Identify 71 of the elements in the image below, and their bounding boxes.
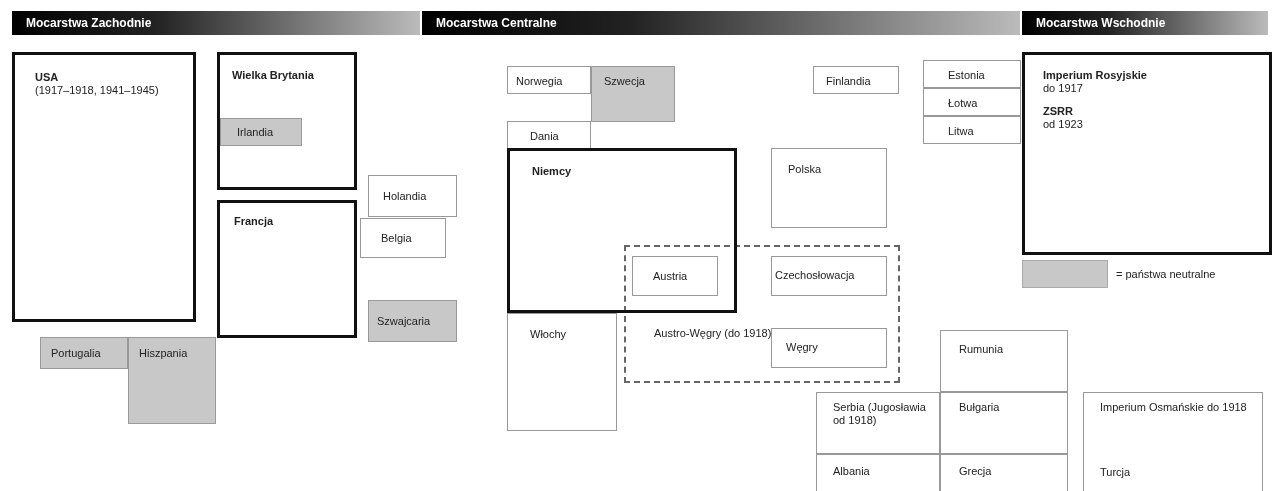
country-label: Rumunia — [959, 343, 1005, 356]
country-label: Imperium Osmańskie do 1918 — [1100, 401, 1248, 414]
country-label: Litwa — [948, 125, 975, 138]
country-label: Hiszpania — [139, 347, 189, 360]
country-box — [771, 328, 887, 368]
section-header-band — [1022, 11, 1268, 35]
country-label: Polska — [788, 163, 823, 176]
neutral-country-box — [220, 118, 302, 146]
country-label: Belgia — [381, 232, 413, 245]
country-box — [507, 313, 617, 431]
country-box — [923, 88, 1021, 116]
country-box — [923, 116, 1021, 144]
country-box — [507, 121, 591, 149]
country-label: Turcja — [1100, 466, 1132, 479]
country-label: Albania — [833, 465, 871, 478]
neutral-country-box — [591, 66, 675, 122]
country-box — [360, 218, 446, 258]
country-label: Grecja — [959, 465, 993, 478]
country-box — [816, 454, 940, 491]
country-label: Holandia — [383, 190, 428, 203]
country-label: Austria — [653, 270, 689, 283]
country-label: Węgry — [786, 341, 819, 354]
legend-text: = państwa neutralne — [1116, 268, 1216, 280]
country-box — [217, 200, 357, 338]
country-name: Francja — [234, 215, 275, 228]
country-label: Dania — [530, 130, 560, 143]
country-box — [1083, 392, 1263, 491]
section-header-band — [12, 11, 420, 35]
country-box — [940, 392, 1068, 454]
country-box — [771, 148, 887, 228]
country-box — [816, 392, 940, 454]
country-box — [632, 256, 718, 296]
country-box — [940, 330, 1068, 392]
country-label: Bułgaria — [959, 401, 1001, 414]
country-box — [12, 52, 196, 322]
country-box — [507, 66, 591, 94]
country-box — [507, 148, 737, 313]
country-label: Estonia — [948, 69, 986, 82]
country-label: (1917–1918, 1941–1945) — [35, 84, 160, 97]
country-label: Serbia (Jugosławia od 1918) — [833, 401, 927, 427]
country-label: od 1923 — [1043, 118, 1084, 131]
neutral-country-box — [40, 337, 128, 369]
section-header-band — [422, 11, 1020, 35]
section-title: Mocarstwa Wschodnie — [1036, 16, 1166, 30]
country-box — [1022, 52, 1272, 255]
country-label: Irlandia — [237, 126, 275, 139]
neutral-country-box — [128, 337, 216, 424]
country-name: Imperium Rosyjskie — [1043, 69, 1148, 82]
country-label: Szwajcaria — [377, 315, 432, 328]
country-label: Czechosłowacja — [775, 269, 856, 282]
country-name: Wielka Brytania — [232, 69, 315, 82]
country-label: Łotwa — [948, 97, 979, 110]
country-label: do 1917 — [1043, 82, 1084, 95]
country-name: USA — [35, 71, 60, 84]
country-box — [813, 66, 899, 94]
country-label: Norwegia — [516, 75, 564, 88]
country-label: Portugalia — [51, 347, 102, 360]
neutral-country-box — [368, 300, 457, 342]
section-title: Mocarstwa Zachodnie — [26, 16, 152, 30]
section-title: Mocarstwa Centralne — [436, 16, 557, 30]
country-box — [940, 454, 1068, 491]
country-label: Finlandia — [826, 75, 872, 88]
country-name: Niemcy — [532, 165, 573, 178]
country-label: Austro-Węgry (do 1918) — [654, 327, 773, 340]
country-box — [217, 52, 357, 190]
country-box — [368, 175, 457, 217]
country-label: Szwecja — [604, 75, 646, 88]
country-label: Włochy — [530, 328, 568, 341]
country-box — [771, 256, 887, 296]
country-box — [923, 60, 1021, 88]
country-name: ZSRR — [1043, 105, 1074, 118]
